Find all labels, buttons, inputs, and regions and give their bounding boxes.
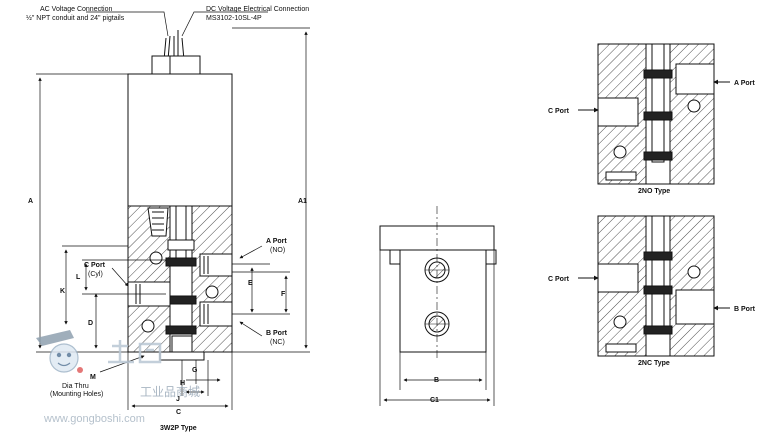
mounting-hole <box>149 251 163 265</box>
detail-2nc-caption: 2NC Type <box>638 360 670 367</box>
a-port-bore <box>199 253 233 277</box>
dim-g: G <box>192 367 198 374</box>
bottom-view-dimensions <box>379 250 495 406</box>
dim-f: F <box>281 291 286 298</box>
mounting-hole <box>141 319 155 333</box>
main-side-view <box>127 30 233 361</box>
electrical-pigtails <box>151 30 201 75</box>
detail-2no-caption: 2NO Type <box>638 188 670 195</box>
a-port-label: A Port <box>266 238 287 245</box>
detail-2nc-section <box>578 215 730 357</box>
watermark-cn: 工业品商城 <box>140 384 200 399</box>
dim-j: J <box>176 396 180 403</box>
detail-2no-a-port: A Port <box>734 80 755 87</box>
solenoid-housing <box>127 73 233 207</box>
dim-k: K <box>60 288 65 295</box>
dim-l: L <box>76 274 81 281</box>
b-port-label: B Port <box>266 330 288 337</box>
dim-b: B <box>434 377 439 384</box>
b-port-bore <box>199 301 233 327</box>
a-port-state: (NO) <box>270 247 285 254</box>
detail-2nc-c-port: C Port <box>548 276 570 283</box>
c-port-sub: (Cyl) <box>88 271 103 278</box>
mascot-logo-icon <box>36 330 162 373</box>
detail-2nc-b-port: B Port <box>734 306 756 313</box>
dim-d: D <box>88 320 93 327</box>
dim-e: E <box>248 280 253 287</box>
ac-connection-detail: ½" NPT conduit and 24" pigtails <box>26 14 125 22</box>
detail-2no-c-port: C Port <box>548 108 570 115</box>
ac-connection-title: AC Voltage Connection <box>40 6 112 13</box>
watermark: 工业品商城 www.gongboshi.com <box>36 330 200 425</box>
dia-thru: Dia Thru <box>62 383 89 390</box>
detail-2no-section <box>578 43 730 185</box>
main-caption: 3W2P Type <box>160 425 197 432</box>
b-port-state: (NC) <box>270 339 285 346</box>
dim-a: A <box>28 198 33 205</box>
dim-c1: C1 <box>430 397 439 404</box>
dc-connection-title: DC Voltage Electrical Connection <box>206 6 309 13</box>
bottom-view <box>379 206 497 360</box>
dim-m: M <box>90 374 96 381</box>
c-port-label: C Port <box>84 262 106 269</box>
mounting-hole <box>205 285 219 299</box>
dim-h: H <box>180 380 185 387</box>
mounting-holes: (Mounting Holes) <box>50 391 103 398</box>
callout-labels: AC Voltage Connection ½" NPT conduit and… <box>26 6 756 432</box>
dim-c: C <box>176 409 181 416</box>
dc-connection-detail: MS3102-10SL-4P <box>206 15 262 22</box>
watermark-url: www.gongboshi.com <box>43 413 145 425</box>
dim-a1: A1 <box>298 198 307 205</box>
